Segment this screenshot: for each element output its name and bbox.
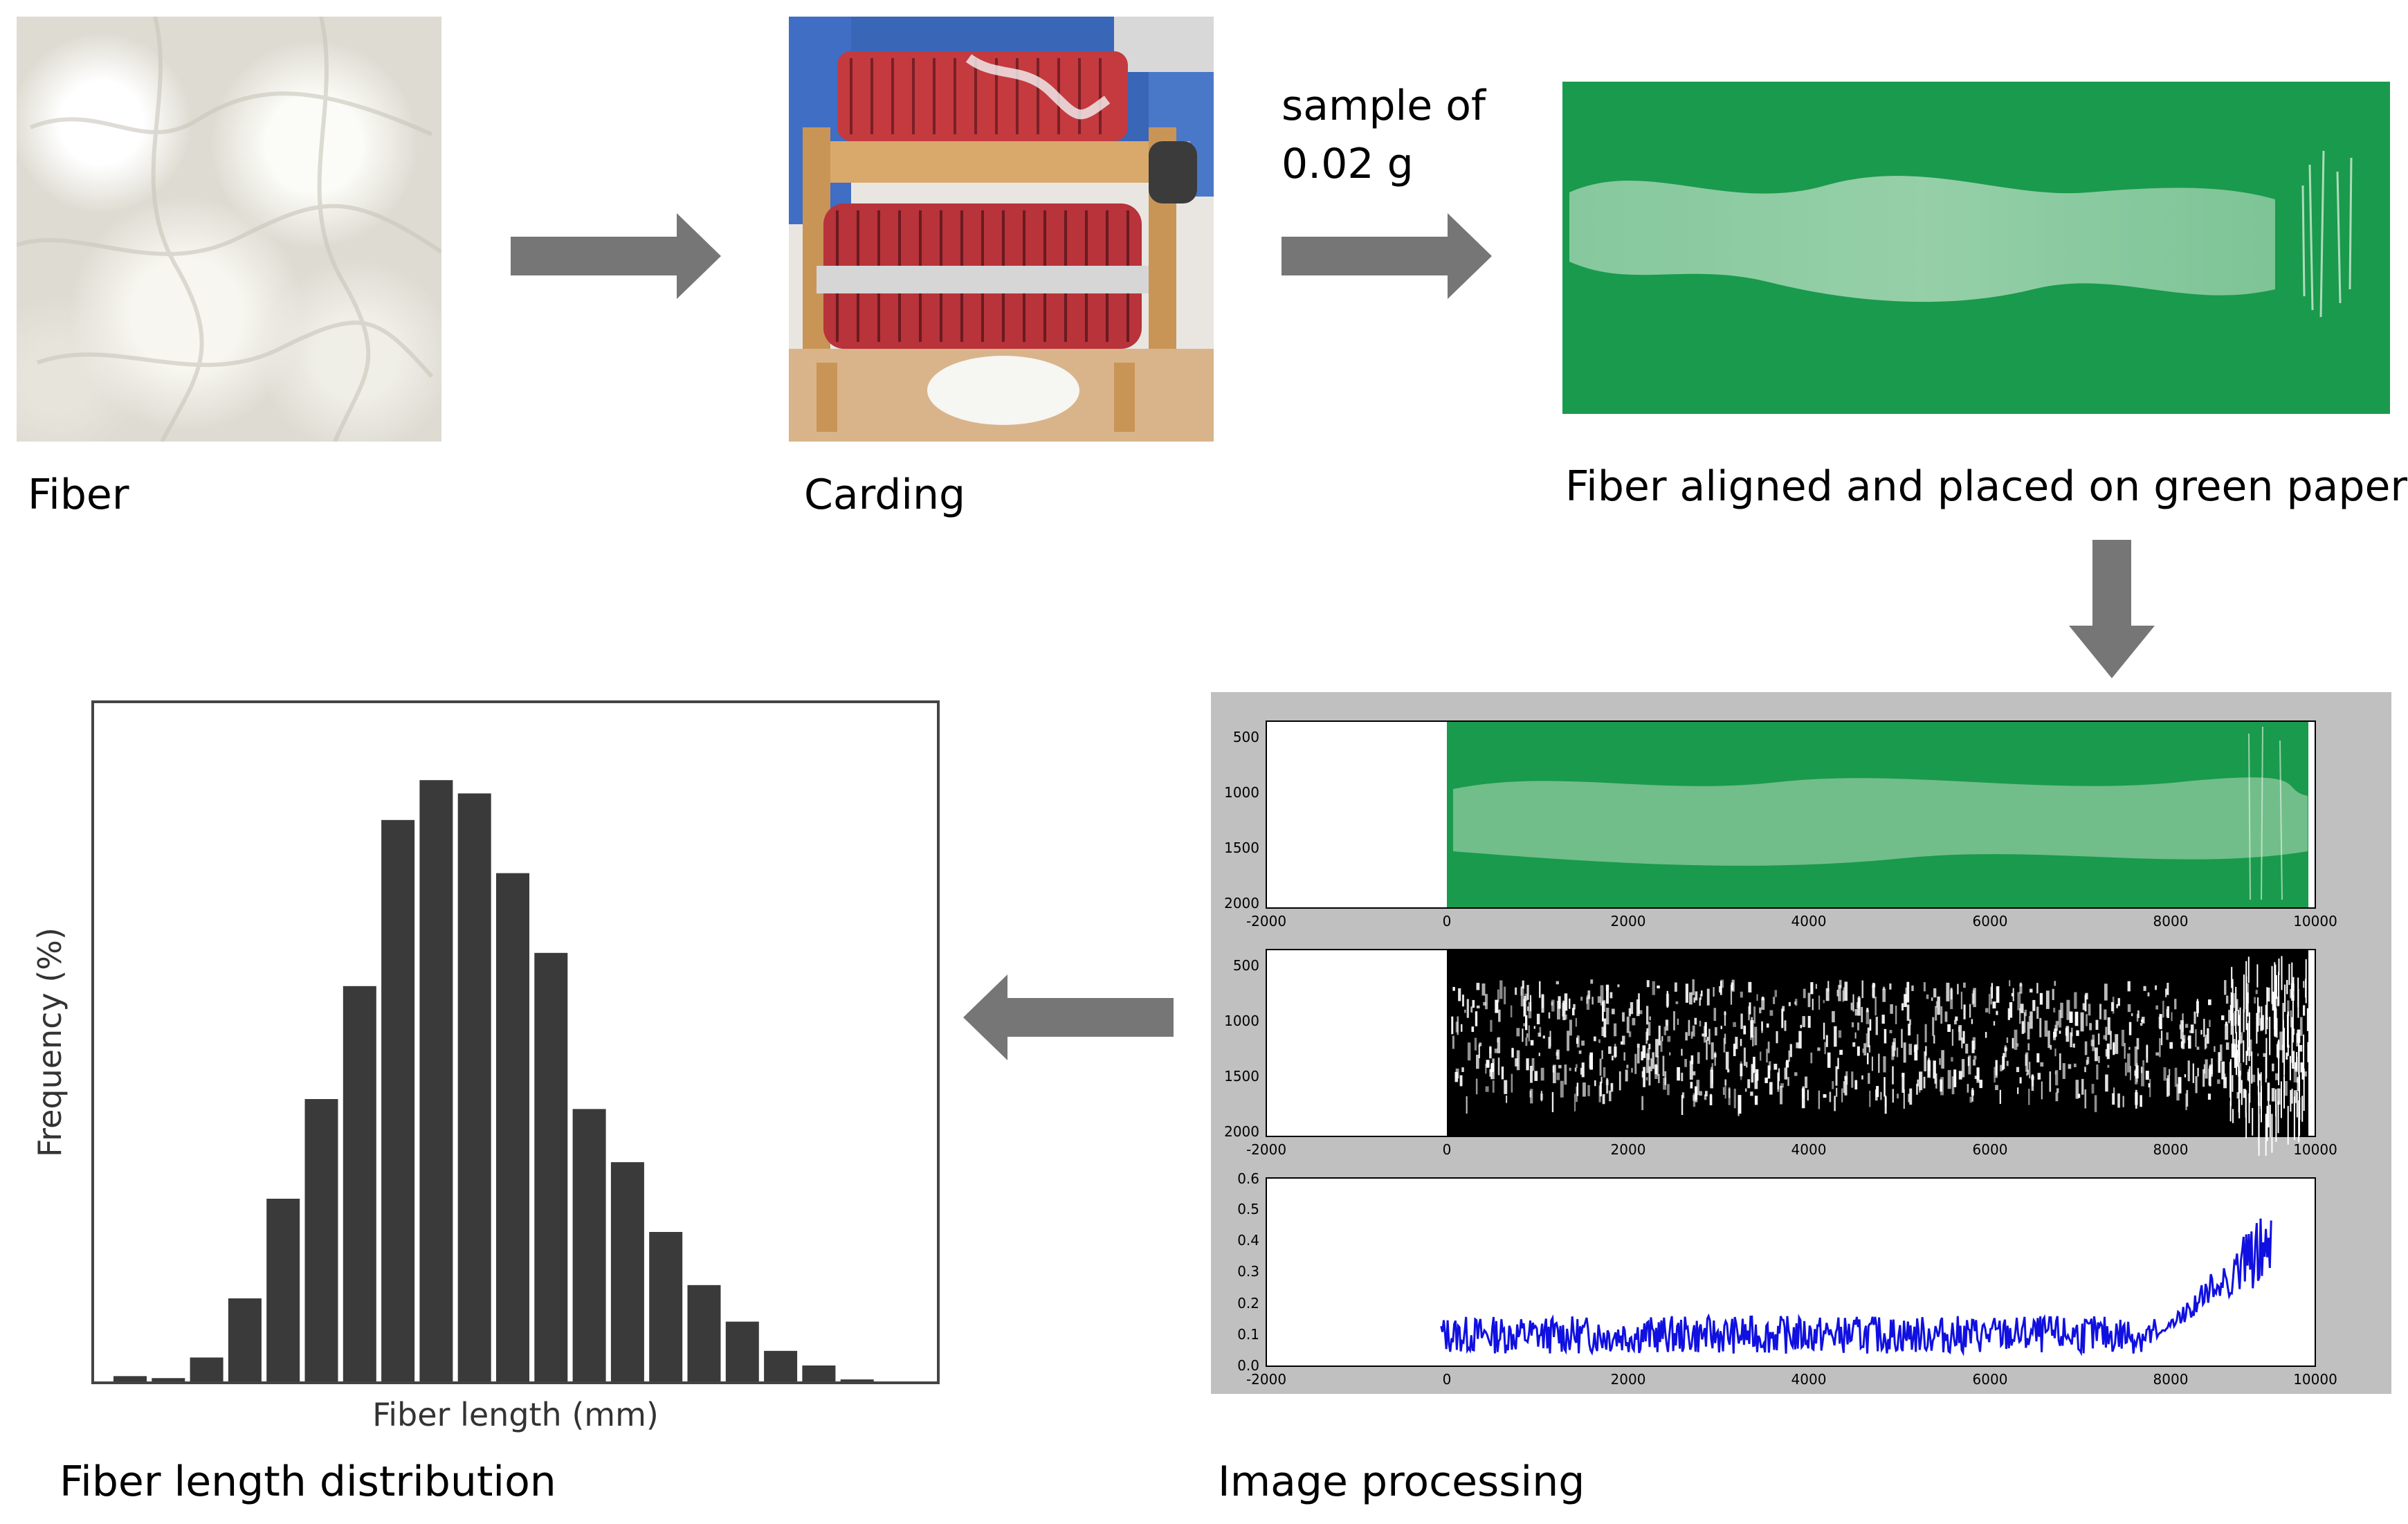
x-tick-label: 2000 bbox=[1611, 1141, 1646, 1156]
histogram-bar bbox=[152, 1378, 185, 1381]
y-tick-label: 2000 bbox=[1224, 895, 1259, 911]
processing-plot-middle: 500 1000 1500 2000 -2000 0 2000 4000 600… bbox=[1224, 949, 2337, 1156]
x-tick-label: 8000 bbox=[2153, 1371, 2189, 1388]
histogram-bar bbox=[534, 952, 568, 1381]
histogram-bar bbox=[304, 1099, 338, 1381]
histogram-bar bbox=[764, 1350, 798, 1381]
sample-note-line1: sample of bbox=[1281, 82, 1486, 130]
x-tick-label: -2000 bbox=[1246, 913, 1286, 927]
histogram-bar bbox=[381, 819, 415, 1381]
histogram-bar bbox=[649, 1232, 683, 1381]
x-tick-label: 0 bbox=[1443, 1371, 1452, 1388]
histogram-bar bbox=[419, 780, 453, 1381]
x-tick-label: 4000 bbox=[1791, 913, 1827, 927]
y-tick-label: 1000 bbox=[1224, 784, 1259, 801]
y-tick-label: 0.4 bbox=[1237, 1232, 1259, 1249]
processing-plot-top: 500 1000 1500 2000 -2000 0 2000 4000 600… bbox=[1224, 720, 2337, 927]
x-tick-label: 6000 bbox=[1973, 1141, 2008, 1156]
x-tick-label: 4000 bbox=[1791, 1141, 1827, 1156]
distribution-caption: Fiber length distribution bbox=[60, 1458, 556, 1506]
fiber-length-histogram: Frequency (%) Fiber length (mm) bbox=[31, 700, 940, 1433]
x-tick-label: 6000 bbox=[1973, 913, 2008, 927]
histogram-bar bbox=[840, 1379, 874, 1381]
fiber-photo bbox=[17, 17, 441, 442]
x-tick-label: 4000 bbox=[1791, 1371, 1827, 1388]
y-tick-label: 2000 bbox=[1224, 1123, 1259, 1140]
y-tick-label: 0.0 bbox=[1237, 1357, 1259, 1374]
y-tick-label: 0.2 bbox=[1237, 1295, 1259, 1312]
x-tick-label: 2000 bbox=[1611, 1371, 1646, 1388]
x-tick-label: -2000 bbox=[1246, 1371, 1286, 1388]
histogram-bar bbox=[496, 873, 529, 1381]
y-tick-label: 0.6 bbox=[1237, 1170, 1259, 1187]
arrow-left-icon bbox=[963, 974, 1174, 1060]
histogram-bar bbox=[266, 1199, 300, 1381]
fiber-caption: Fiber bbox=[28, 471, 129, 519]
x-tick-label: -2000 bbox=[1246, 1141, 1286, 1156]
histogram-bar bbox=[687, 1285, 721, 1381]
y-tick-label: 500 bbox=[1233, 957, 1259, 974]
histogram-bar bbox=[572, 1109, 606, 1381]
histogram-bar bbox=[802, 1365, 836, 1381]
x-tick-label: 6000 bbox=[1973, 1371, 2008, 1388]
aligned-caption: Fiber aligned and placed on green paper bbox=[1565, 462, 2408, 511]
x-tick-label: 10000 bbox=[2293, 1141, 2337, 1156]
image-processing-panel: 500 1000 1500 2000 -2000 0 2000 4000 600… bbox=[1211, 692, 2391, 1394]
y-tick-label: 1500 bbox=[1224, 840, 1259, 856]
histogram-bar bbox=[113, 1376, 147, 1381]
green-paper-photo bbox=[1562, 82, 2390, 414]
x-axis-label: Fiber length (mm) bbox=[372, 1396, 659, 1433]
y-tick-label: 1000 bbox=[1224, 1013, 1259, 1029]
histogram-bar bbox=[343, 986, 376, 1381]
sample-note-line2: 0.02 g bbox=[1281, 140, 1414, 188]
signal-series-line bbox=[1440, 1218, 2272, 1357]
y-tick-label: 0.5 bbox=[1237, 1201, 1259, 1217]
x-tick-label: 8000 bbox=[2153, 913, 2189, 927]
histogram-bar bbox=[457, 793, 491, 1381]
x-tick-label: 8000 bbox=[2153, 1141, 2189, 1156]
y-tick-label: 1500 bbox=[1224, 1068, 1259, 1085]
histogram-bar bbox=[228, 1298, 262, 1381]
histogram-bar bbox=[725, 1321, 759, 1381]
arrow-right-icon bbox=[511, 213, 721, 299]
processing-caption: Image processing bbox=[1218, 1458, 1585, 1506]
arrow-down-icon bbox=[2069, 540, 2155, 678]
x-tick-label: 2000 bbox=[1611, 913, 1646, 927]
y-tick-label: 0.3 bbox=[1237, 1263, 1259, 1280]
y-axis-label: Frequency (%) bbox=[31, 927, 69, 1157]
arrow-right-icon bbox=[1281, 213, 1492, 299]
x-tick-label: 10000 bbox=[2293, 913, 2337, 927]
y-tick-label: 0.1 bbox=[1237, 1326, 1259, 1343]
x-tick-label: 0 bbox=[1443, 913, 1452, 927]
y-tick-label: 500 bbox=[1233, 729, 1259, 745]
histogram-bar bbox=[610, 1162, 644, 1381]
carding-caption: Carding bbox=[804, 471, 966, 519]
processing-plot-bottom: 0.0 0.1 0.2 0.3 0.4 0.5 0.6 -2000 0 2000… bbox=[1237, 1170, 2337, 1388]
carding-photo bbox=[789, 17, 1214, 442]
x-tick-label: 10000 bbox=[2293, 1371, 2337, 1388]
histogram-bar bbox=[190, 1357, 224, 1381]
x-tick-label: 0 bbox=[1443, 1141, 1452, 1156]
